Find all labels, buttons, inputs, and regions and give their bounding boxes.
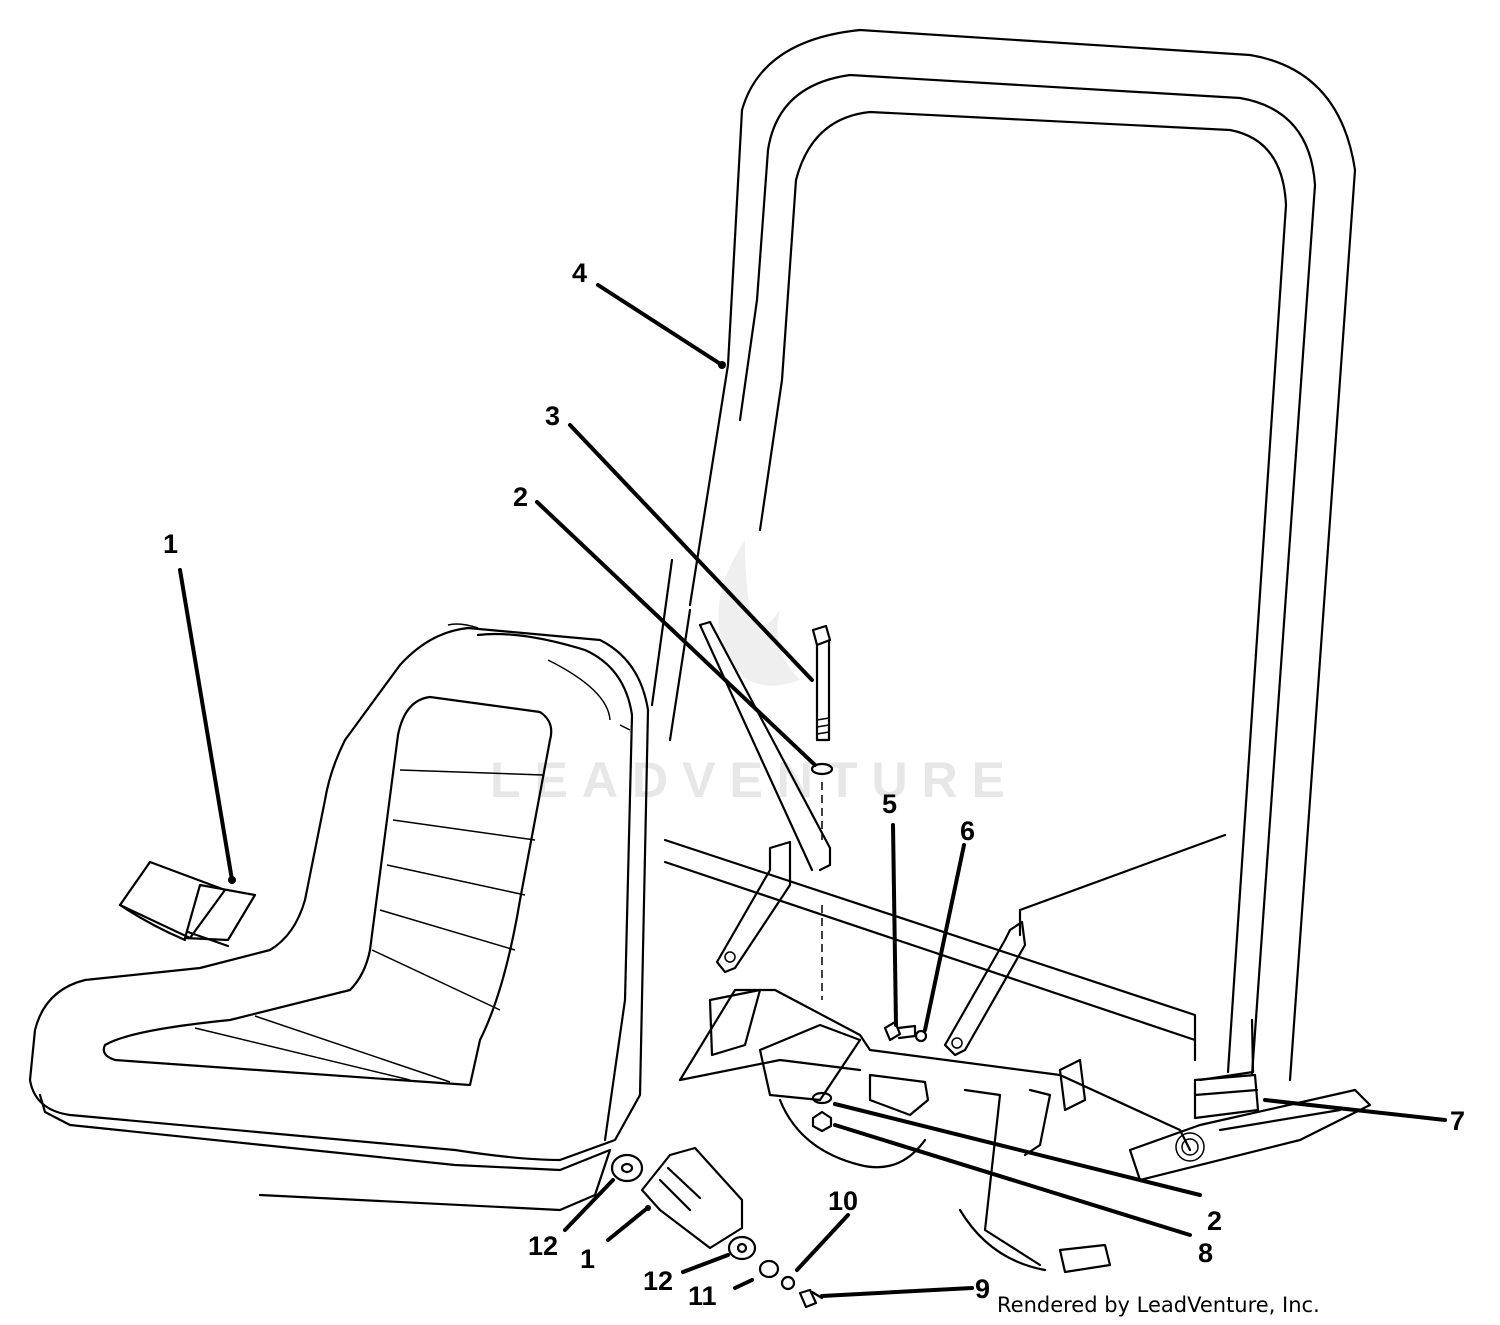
- callout-11: 11: [688, 1281, 717, 1311]
- seat: [28, 623, 650, 1212]
- callout-1-belt: 1: [163, 529, 178, 559]
- bolt-and-lock-washer: [883, 1020, 928, 1043]
- foot-block: [1193, 1073, 1260, 1120]
- seat-belt-buckle: [118, 860, 257, 948]
- callout-2-washer-upper: 2: [513, 482, 528, 512]
- callout-4-roll-bar: 4: [572, 258, 587, 288]
- rendered-by-credit: Rendered by LeadVenture, Inc.: [997, 1293, 1320, 1317]
- callout-12-washer-right: 12: [643, 1266, 673, 1296]
- watermark-text: LEADVENTURE: [490, 752, 1019, 808]
- callout-3-bolt: 3: [545, 401, 560, 431]
- callout-12-washer-left: 12: [528, 1231, 558, 1261]
- callouts: 1 4 3 2 5 6 7 2 8 10 9 12 1 12 11: [163, 258, 1465, 1311]
- callout-7-foot-block: 7: [1450, 1106, 1465, 1136]
- rear-frame: [663, 620, 1372, 1274]
- watermark: LEADVENTURE: [490, 540, 1019, 808]
- callout-1-buckle-lower: 1: [580, 1244, 595, 1274]
- callout-9: 9: [975, 1274, 990, 1304]
- callout-10: 10: [828, 1186, 858, 1216]
- lower-belt-assembly: [610, 1146, 824, 1309]
- callout-5-bolt: 5: [882, 789, 897, 819]
- callout-2-washer-lower: 2: [1207, 1206, 1222, 1236]
- callout-8-nut: 8: [1198, 1238, 1213, 1268]
- callout-6-lock-washer: 6: [960, 816, 975, 846]
- roll-bar-bolt: [810, 624, 834, 1133]
- roll-bar: [650, 28, 1357, 1082]
- leader-lines: [178, 283, 1447, 1298]
